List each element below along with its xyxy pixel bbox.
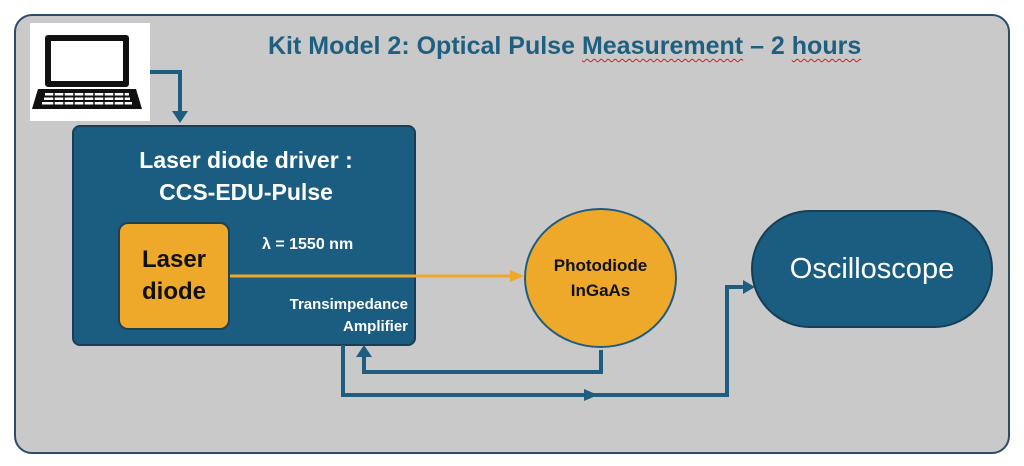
laser-diode-label-line2: diode — [142, 278, 206, 305]
laptop-tile — [30, 23, 150, 121]
diagram-title: Kit Model 2: Optical Pulse Measurement –… — [268, 32, 861, 61]
oscilloscope-block: Oscilloscope — [751, 210, 993, 328]
amplifier-to-oscilloscope-connector — [341, 285, 748, 397]
arrowhead-into-amplifier — [356, 345, 372, 357]
photodiode-to-amplifier-connector — [362, 350, 603, 374]
photodiode-block: Photodiode InGaAs — [524, 208, 677, 348]
title-text-measurement: Measurement — [581, 32, 744, 60]
wavelength-label: λ = 1550 nm — [262, 236, 354, 253]
tia-label-line2: Amplifier — [342, 317, 408, 335]
title-text-hours: hours — [791, 32, 862, 60]
driver-title-line1: Laser diode driver : — [139, 147, 353, 173]
laptop-to-driver-connector — [150, 70, 182, 112]
laptop-icon — [32, 35, 142, 109]
arrowhead-signal-path — [584, 389, 598, 401]
title-text-middle: – 2 — [743, 32, 792, 60]
tia-label-line1: Transimpedance — [289, 296, 408, 313]
optical-beam-arrowhead — [510, 270, 524, 282]
laser-diode-label-line1: Laser — [141, 246, 207, 274]
arrowhead-into-driver — [172, 111, 188, 123]
transimpedance-amplifier-label: Transimpedance Amplifier — [236, 294, 408, 338]
driver-title-line2: CCS-EDU-Pulse — [159, 179, 333, 205]
photodiode-label-line2: InGaAs — [570, 281, 631, 300]
arrowhead-into-oscilloscope — [743, 280, 755, 294]
laser-diode-driver-block: Laser diode driver : CCS-EDU-Pulse — [72, 125, 416, 346]
title-text-start: Kit Model 2: Optical Pulse — [268, 32, 582, 60]
oscilloscope-label: Oscilloscope — [789, 252, 955, 285]
laser-diode-block: Laser diode — [118, 222, 230, 330]
photodiode-label-line1: Photodiode — [553, 255, 648, 275]
